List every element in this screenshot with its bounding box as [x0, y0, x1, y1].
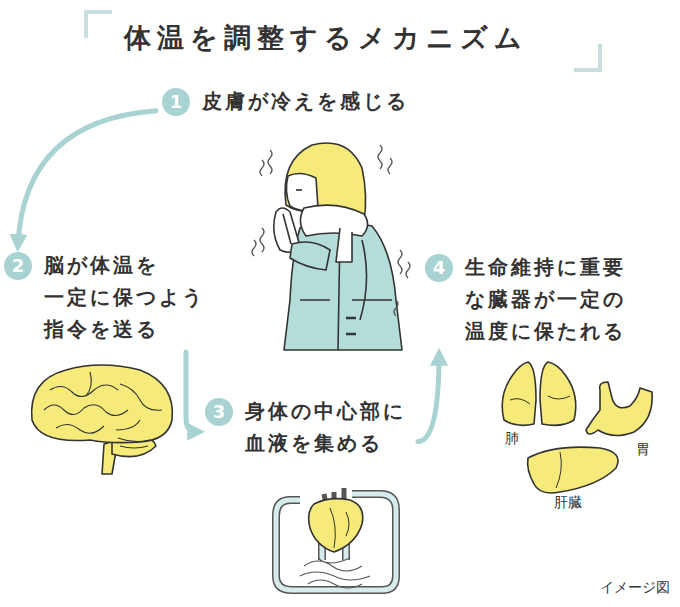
- callout-number: 1: [162, 88, 190, 116]
- step-text: 身体の中心部に 血液を集める: [245, 395, 411, 459]
- woman-figure: [274, 143, 402, 350]
- flow-arrow: [418, 355, 439, 442]
- step-node: 3 身体の中心部に 血液を集める: [203, 396, 413, 461]
- callout-number: 2: [4, 252, 32, 280]
- organ-label: 肺: [505, 430, 519, 448]
- organ-label: 胃: [636, 441, 650, 459]
- caption: イメージ図: [600, 579, 670, 597]
- step-text: 生命維持に重要 な臓器が一定の 温度に保たれる: [465, 251, 671, 347]
- step-text: 脳が体温を 一定に保つよう 指令を送る: [44, 249, 190, 345]
- callout-number: 4: [425, 254, 453, 282]
- callout-number: 3: [205, 398, 233, 426]
- shiver-mark: [252, 145, 410, 316]
- step-node: 4 生命維持に重要 な臓器が一定の 温度に保たれる: [423, 252, 673, 349]
- organ-label: 肝臓: [554, 494, 582, 512]
- flow-arrow: [186, 352, 198, 432]
- step-text: 皮膚が冷えを感じる: [202, 85, 408, 117]
- title-bracket: [86, 12, 600, 70]
- step-node: 1 皮膚が冷えを感じる: [160, 86, 410, 119]
- organ-figure: [502, 362, 652, 493]
- diagram-title: 体温を調整するメカニズム: [124, 20, 528, 56]
- brain-figure: [32, 365, 173, 474]
- circulation-figure: [276, 488, 396, 590]
- step-node: 2 脳が体温を 一定に保つよう 指令を送る: [2, 250, 192, 347]
- flow-arrow: [18, 111, 156, 245]
